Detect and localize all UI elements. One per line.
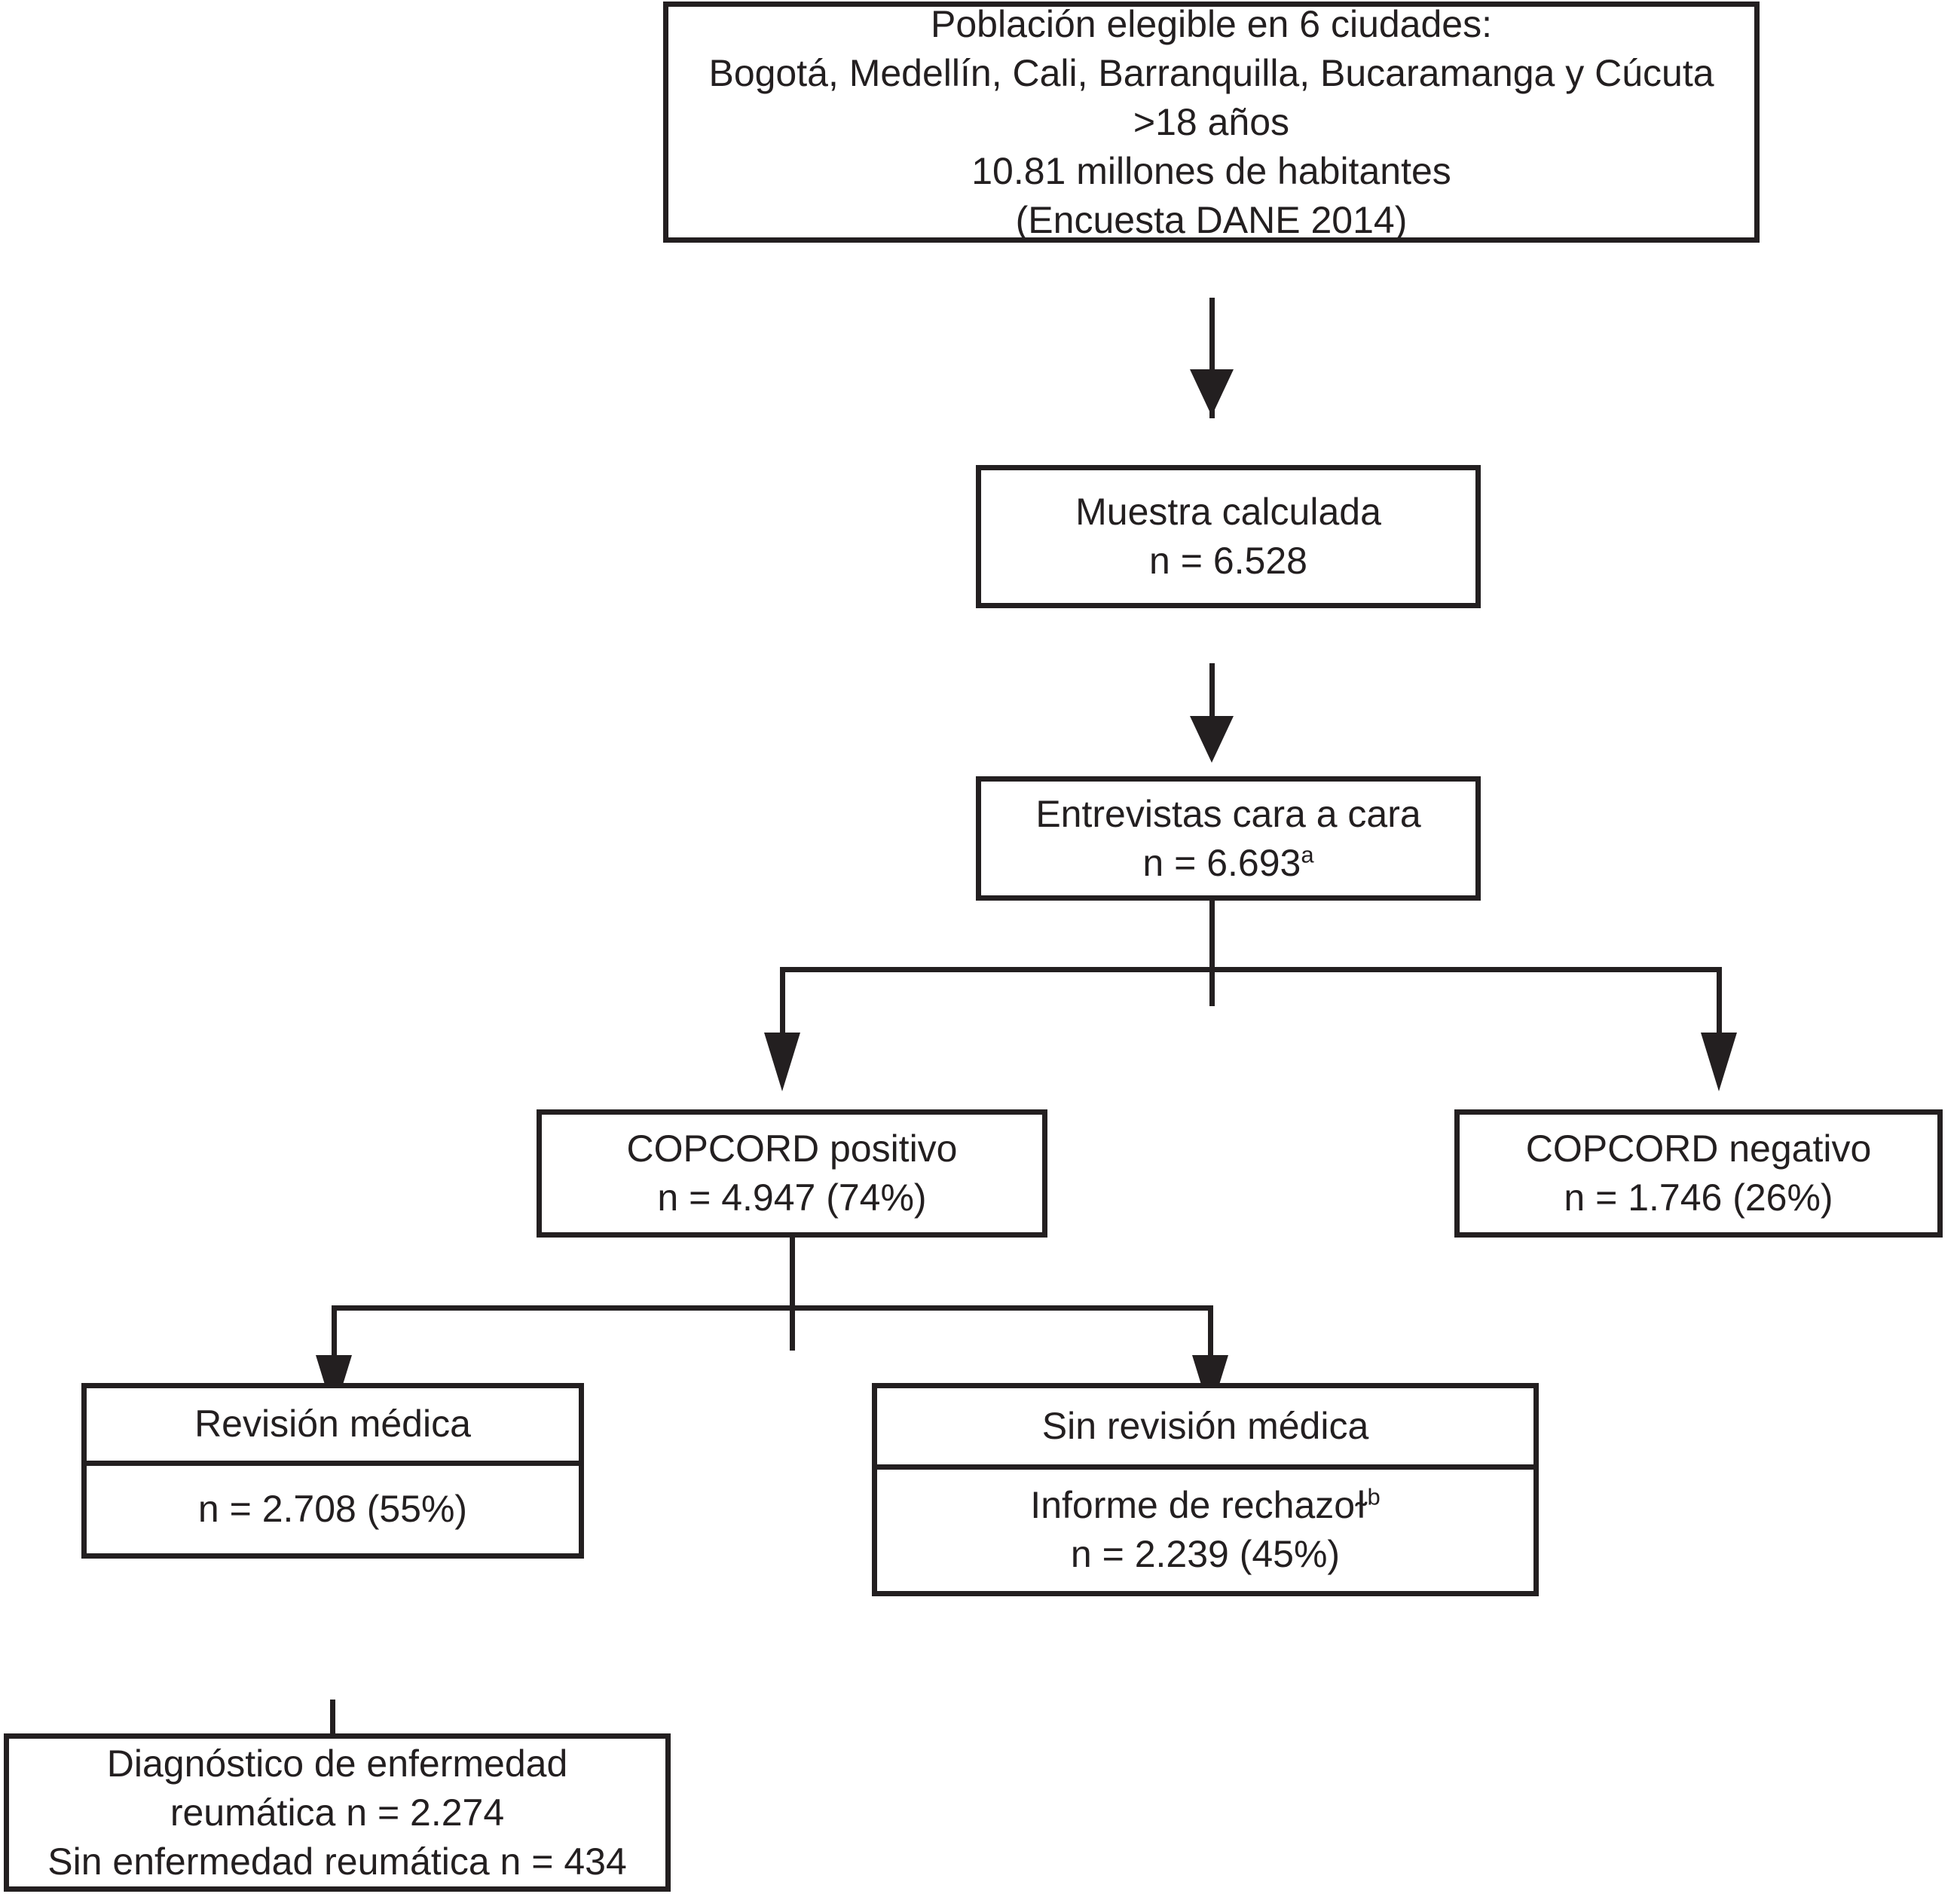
node-medical-review: Revisión médica n = 2.708 (55%)	[81, 1383, 584, 1559]
node-face-to-face-interviews: Entrevistas cara a cara n = 6.693a	[976, 776, 1481, 901]
medical-review-value: n = 2.708 (55%)	[197, 1488, 468, 1531]
no-medical-review-body-cell: Informe de rechazoɫb n = 2.239 (45%)	[877, 1470, 1533, 1591]
node-diagnosis: Diagnóstico de enfermedad reumática n = …	[4, 1733, 671, 1892]
node-copcord-negative: COPCORD negativo n = 1.746 (26%)	[1454, 1109, 1943, 1238]
eligible-population-line-1: Población elegible en 6 ciudades:	[931, 2, 1492, 45]
no-medical-review-reject-text: Informe de rechazoɫ	[1030, 1484, 1368, 1527]
diagnosis-line-1: Diagnóstico de enfermedad	[106, 1742, 568, 1785]
node-no-medical-review: Sin revisión médica Informe de rechazoɫb…	[872, 1383, 1539, 1596]
arrowhead-eligible-to-sample	[1190, 369, 1234, 416]
connector-copcord-positive-stem	[790, 1238, 795, 1351]
no-medical-review-header: Sin revisión médica	[1041, 1404, 1369, 1447]
connector-interviews-to-copcord-negative	[1717, 967, 1722, 1072]
connector-copcord-positive-bus	[332, 1305, 1213, 1311]
calculated-sample-line-2: n = 6.528	[1149, 540, 1307, 582]
face-to-face-label: Entrevistas cara a cara	[1035, 792, 1421, 835]
node-copcord-positive: COPCORD positivo n = 4.947 (74%)	[537, 1109, 1047, 1238]
copcord-negative-line-1: COPCORD negativo	[1525, 1127, 1872, 1170]
face-to-face-n: n = 6.693	[1142, 841, 1301, 884]
face-to-face-value: n = 6.693a	[1142, 839, 1313, 888]
no-medical-review-footnote-marker: b	[1367, 1483, 1381, 1510]
diagnosis-line-2: reumática n = 2.274	[170, 1791, 505, 1834]
connector-sample-to-interviews	[1209, 663, 1215, 754]
medical-review-header-cell: Revisión médica	[87, 1388, 579, 1466]
no-medical-review-header-cell: Sin revisión médica	[877, 1388, 1533, 1470]
node-eligible-population: Población elegible en 6 ciudades: Bogotá…	[663, 2, 1760, 243]
copcord-negative-line-2: n = 1.746 (26%)	[1564, 1176, 1833, 1219]
eligible-population-line-3: >18 años	[1133, 100, 1290, 143]
connector-interviews-stem	[1209, 901, 1215, 1006]
connector-interviews-bus	[780, 967, 1722, 972]
diagnosis-line-3: Sin enfermedad reumática n = 434	[47, 1840, 627, 1883]
connector-interviews-to-copcord-positive	[780, 967, 785, 1072]
eligible-population-line-4: 10.81 millones de habitantes	[971, 149, 1451, 192]
eligible-population-line-5: (Encuesta DANE 2014)	[1015, 198, 1408, 241]
no-medical-review-value: n = 2.239 (45%)	[1070, 1533, 1341, 1576]
copcord-positive-line-1: COPCORD positivo	[626, 1127, 958, 1170]
arrowhead-copcord-negative	[1701, 1033, 1737, 1091]
connector-copcord-positive-to-no-medical-review	[1208, 1305, 1213, 1400]
calculated-sample-line-1: Muestra calculada	[1075, 491, 1381, 533]
face-to-face-footnote-marker: a	[1301, 840, 1314, 867]
connector-medical-review-to-diagnosis	[330, 1700, 335, 1736]
connector-copcord-positive-to-medical-review	[332, 1305, 337, 1400]
copcord-positive-line-2: n = 4.947 (74%)	[657, 1176, 927, 1219]
node-calculated-sample: Muestra calculada n = 6.528	[976, 465, 1481, 608]
connector-eligible-to-sample	[1209, 298, 1215, 418]
eligible-population-line-2: Bogotá, Medellín, Cali, Barranquilla, Bu…	[708, 51, 1714, 94]
arrowhead-sample-to-interviews	[1190, 716, 1234, 763]
medical-review-header: Revisión médica	[194, 1403, 471, 1446]
no-medical-review-reject-label: Informe de rechazoɫb	[1030, 1481, 1380, 1530]
arrowhead-copcord-positive	[764, 1033, 800, 1091]
medical-review-body-cell: n = 2.708 (55%)	[87, 1466, 579, 1553]
